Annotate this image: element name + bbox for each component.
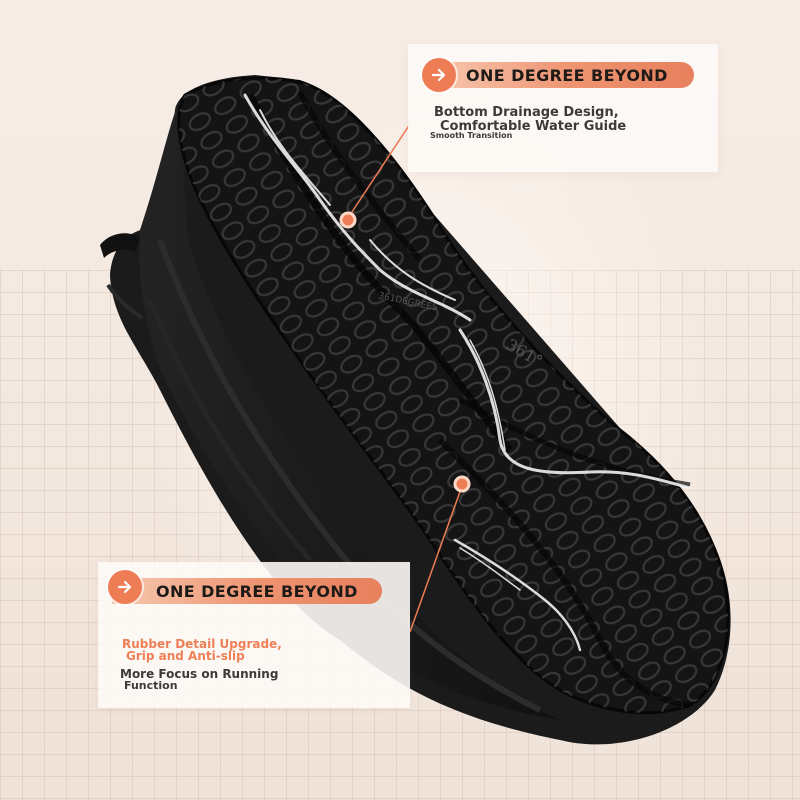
callout-bottom-line4: Function [124, 679, 178, 692]
callout-top-badge: ONE DEGREE BEYOND [466, 66, 668, 85]
water-splash [243, 93, 692, 652]
callout-top-line2: Comfortable Water Guide [440, 119, 627, 134]
callout-bottom-line1: Rubber Detail Upgrade, [122, 637, 282, 651]
callout-top-sub: Smooth Transition [430, 131, 513, 140]
callout-top-pill [430, 62, 694, 88]
callout-bottom-leader [409, 485, 463, 633]
callout-top-line1: Bottom Drainage Design, [434, 105, 619, 120]
arrow-right-icon [108, 570, 142, 604]
callout-bottom-badge: ONE DEGREE BEYOND [156, 582, 358, 601]
callout-bottom-pill [112, 578, 382, 604]
callout-top: ONE DEGREE BEYOND Bottom Drainage Design… [408, 44, 718, 172]
callout-top-dot [339, 211, 357, 229]
callout-bottom-line2: Grip and Anti-slip [126, 649, 245, 663]
callout-bottom: ONE DEGREE BEYOND Rubber Detail Upgrade,… [98, 562, 410, 708]
callout-bottom-line3: More Focus on Running [120, 667, 279, 681]
shoe-heel-tab [100, 233, 140, 258]
arrow-right-icon [422, 58, 456, 92]
callout-top-leader [347, 123, 411, 219]
callout-bottom-dot [453, 475, 471, 493]
